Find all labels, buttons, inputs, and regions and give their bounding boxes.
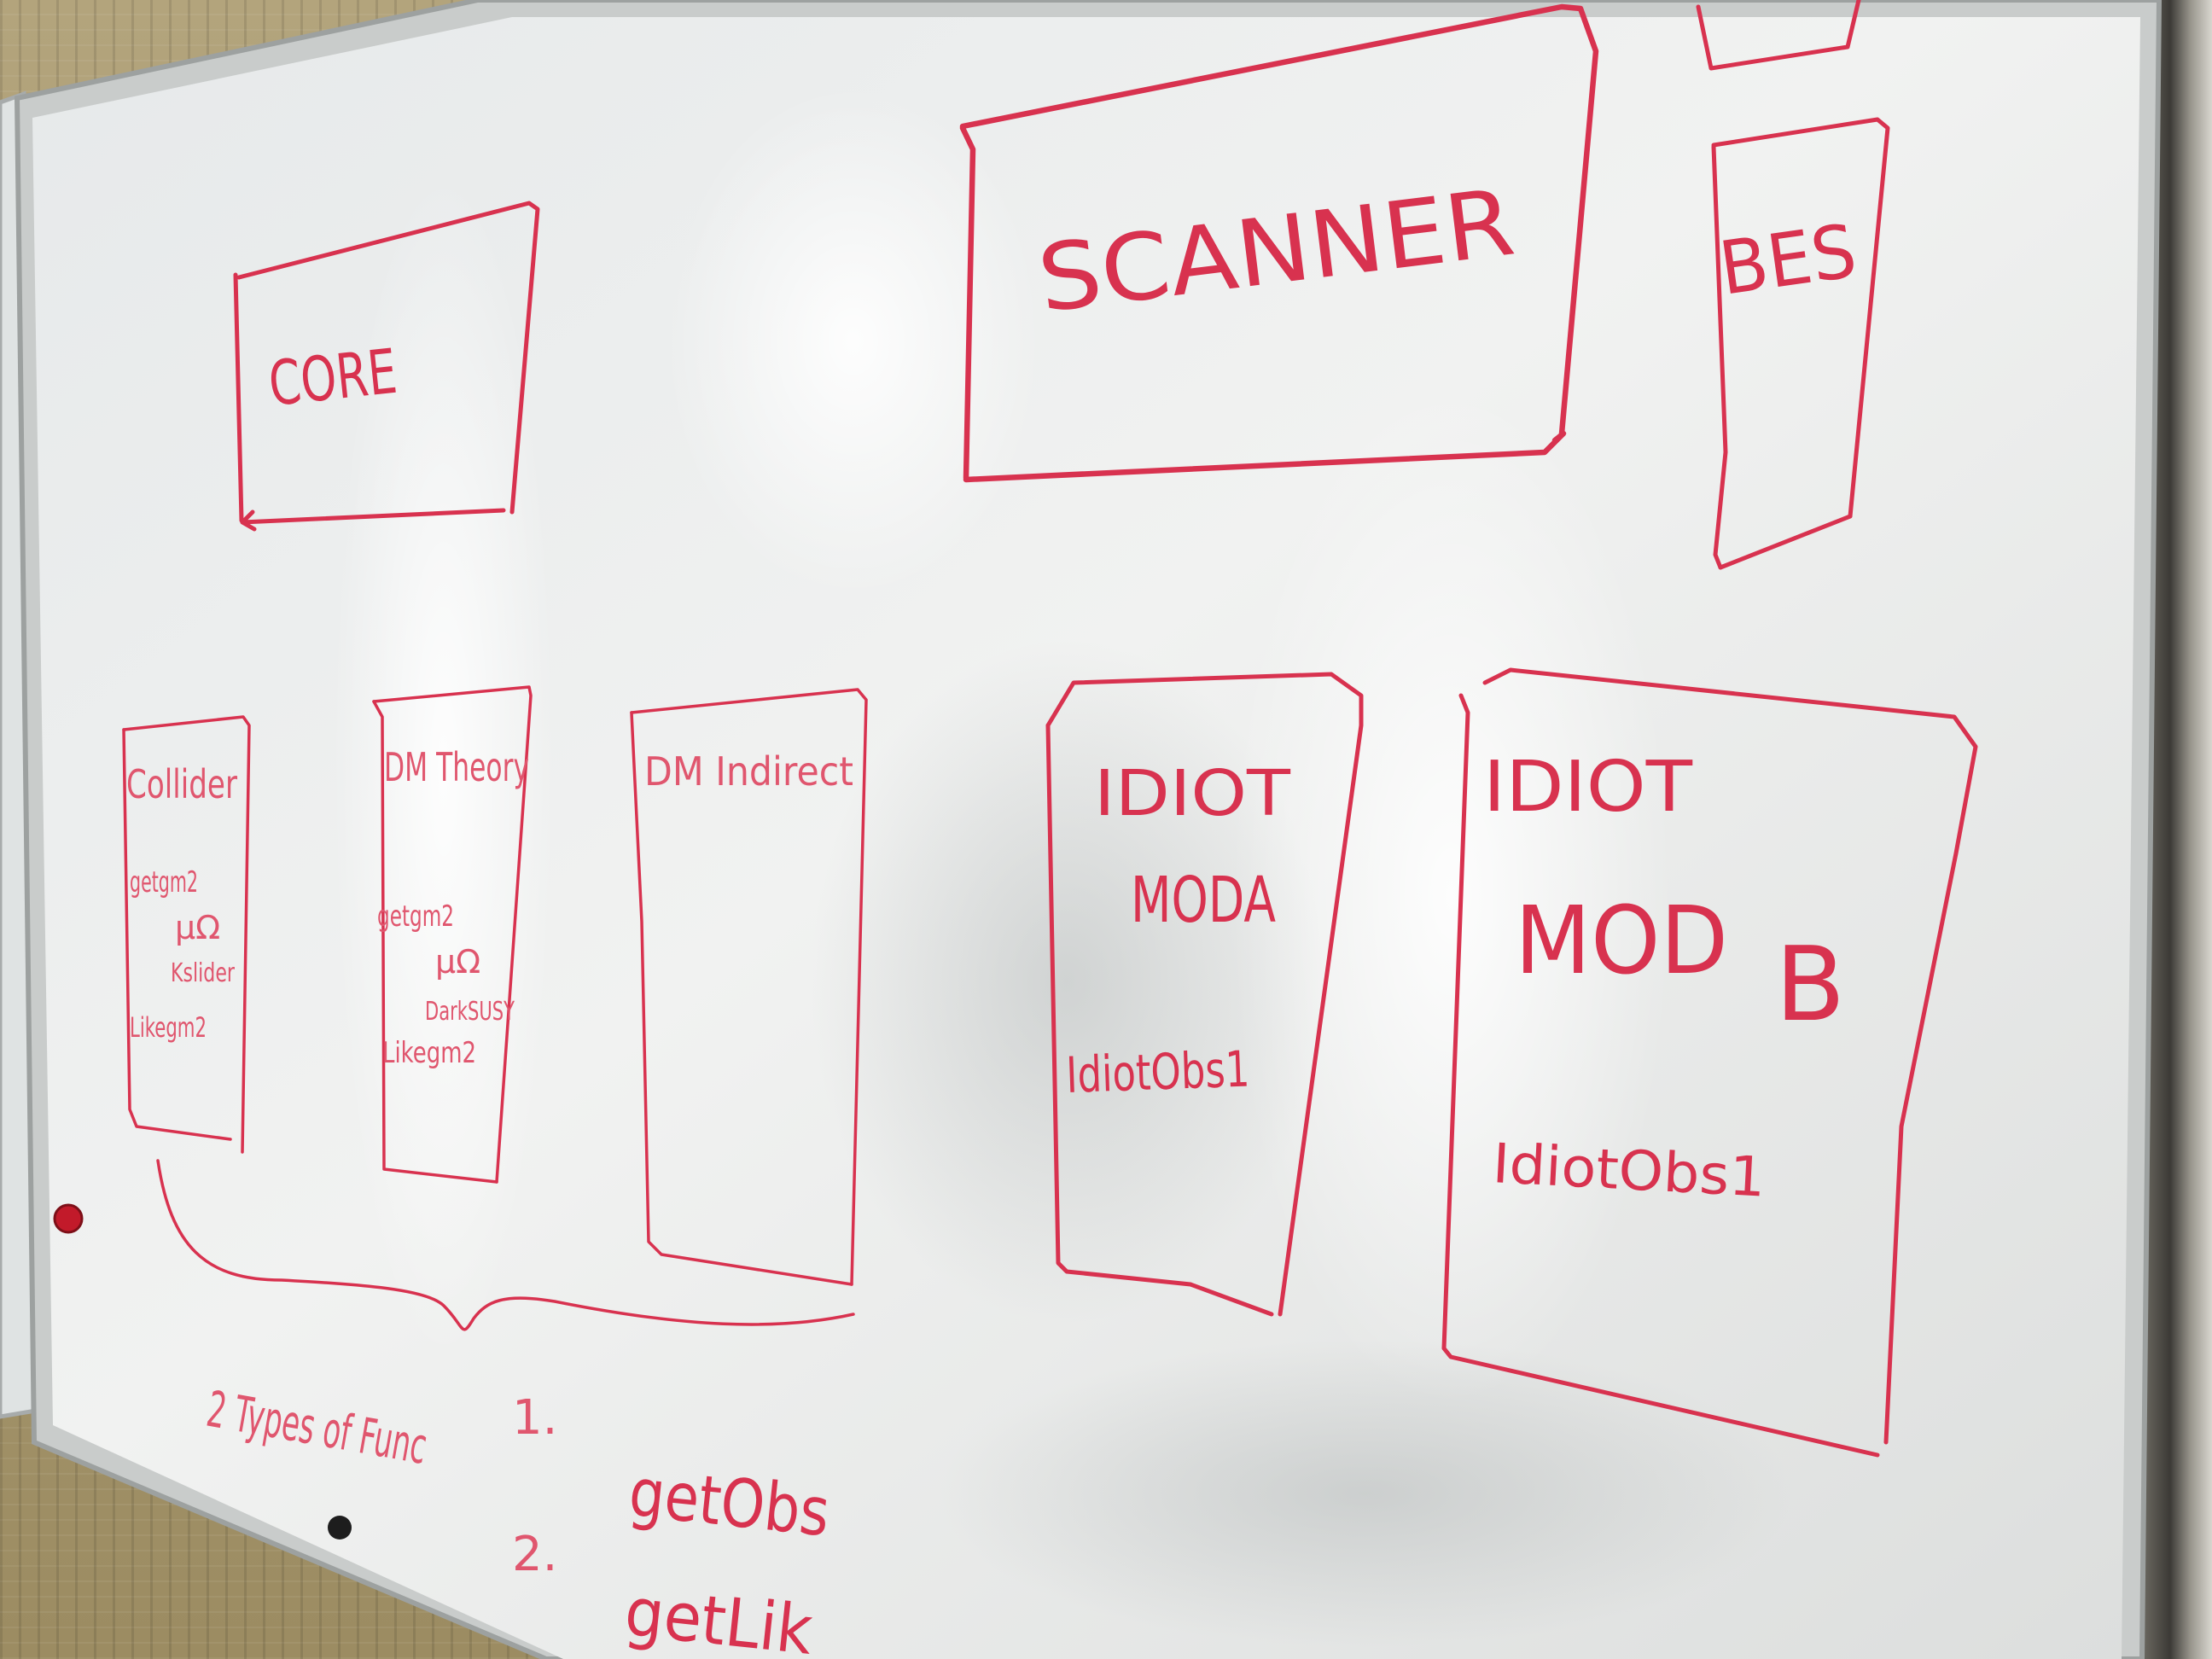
dm-indirect-title: DM Indirect — [644, 748, 853, 795]
idiot-mod-b-title-suffix: B — [1775, 926, 1845, 1045]
shade-reflection — [811, 640, 1323, 1323]
collider-line-2: μΩ — [175, 909, 220, 946]
idiot-mod-b-title-1: IDIOT — [1483, 747, 1693, 828]
black-magnet — [328, 1516, 352, 1540]
collider-box: Collider getgm2 μΩ Kslider Likegm2 — [122, 715, 251, 1154]
red-magnet — [53, 1203, 84, 1234]
glare-reflection — [333, 171, 555, 1365]
idiot-mod-a-obs: IdiotObs1 — [1065, 1040, 1250, 1104]
collider-line-1: getgm2 — [130, 865, 198, 899]
idiot-mod-a-title-2: MODA — [1131, 864, 1276, 937]
idiot-mod-b-title-2: MOD — [1515, 886, 1728, 995]
dm-theory-box: DM Theory getgm2 μΩ DarkSUSY Likegm2 — [372, 685, 533, 1184]
bes-label: BES — [1714, 209, 1861, 312]
collider-title: Collider — [126, 761, 237, 807]
idiot-mod-a-title-1: IDIOT — [1094, 757, 1291, 830]
dm-theory-line-1: getgm2 — [377, 899, 454, 934]
idiot-mod-b-box: IDIOT MOD B IdiotObs1 — [1441, 667, 1978, 1458]
idiot-mod-b-obs: IdiotObs1 — [1491, 1132, 1767, 1210]
glare-reflection — [1229, 384, 1673, 1408]
collider-line-3: Kslider — [171, 958, 235, 988]
dm-theory-line-4: Likegm2 — [382, 1036, 476, 1070]
bes-box: BES — [1696, 0, 1890, 570]
dm-theory-line-3: DarkSUSY — [425, 997, 515, 1027]
idiot-mod-a-box: IDIOT MODA IdiotObs1 — [1045, 672, 1364, 1317]
glare-reflection — [666, 85, 1041, 597]
footer-item-2-number: 2. — [512, 1527, 557, 1582]
dm-theory-title: DM Theory — [384, 744, 529, 790]
collider-line-4: Likegm2 — [130, 1011, 207, 1044]
dm-theory-line-2: μΩ — [435, 943, 480, 981]
core-box: CORE — [233, 201, 540, 532]
core-label: CORE — [265, 335, 400, 420]
grouping-brace — [156, 1159, 855, 1331]
dm-indirect-box: DM Indirect — [630, 688, 868, 1286]
shade-reflection — [939, 1340, 1792, 1647]
footer-item-1-number: 1. — [512, 1390, 557, 1446]
